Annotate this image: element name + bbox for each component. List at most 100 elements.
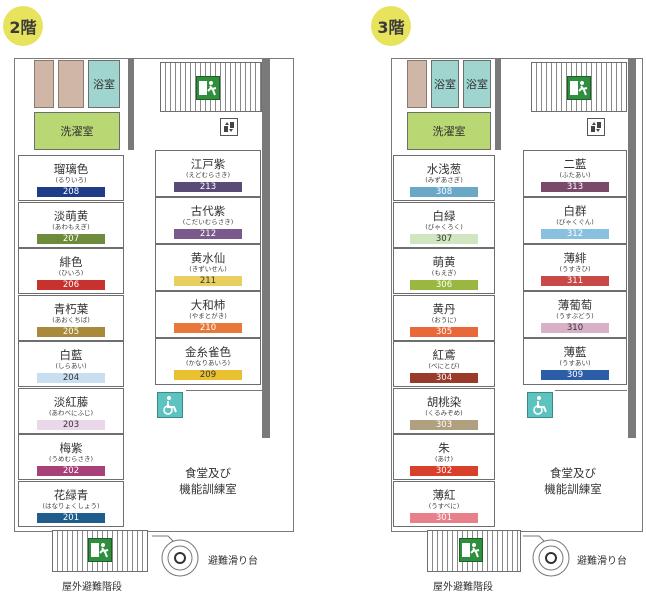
room-name: 大和柿 <box>190 298 226 312</box>
room-206: 緋色(ひいろ)206 <box>18 248 124 294</box>
elevator-icon <box>220 118 238 136</box>
room-name: 淡紅藤 <box>53 394 89 409</box>
room-reading: (うめむらさき) <box>48 455 94 463</box>
dining-line-1: 食堂及び <box>185 466 231 480</box>
room-reading: (あけ) <box>434 455 454 463</box>
room-name: 黄水仙 <box>190 251 226 265</box>
outdoor-stairwell <box>427 530 521 572</box>
room-reading: (かなりあいろ) <box>185 359 231 367</box>
room-307: 白緑(びゃくろく) 307 <box>393 201 495 248</box>
room-number-badge: 307 <box>410 233 478 244</box>
room-name: 二藍 <box>563 157 587 171</box>
room-201: 花緑青(はなりょくしょう)201 <box>18 480 124 527</box>
room-number-badge: 202 <box>37 466 105 476</box>
room-name: 白群 <box>563 204 587 218</box>
room-name: 江戸紫 <box>190 157 226 171</box>
room-reading: (ひいろ) <box>58 269 84 277</box>
room-name: 胡桃染 <box>426 394 462 409</box>
dining-label: 食堂及び 機能訓練室 <box>523 465 623 497</box>
room-number-badge: 212 <box>174 229 242 239</box>
room-304: 紅鳶(べにとび)304 <box>393 341 495 387</box>
room-207: 淡萌黄(あわもえぎ)207 <box>18 201 124 248</box>
emergency-exit-icon <box>567 76 591 100</box>
room-number-badge: 213 <box>174 182 242 192</box>
dining-line-1: 食堂及び <box>550 466 596 480</box>
room-number-badge: 304 <box>410 373 478 383</box>
room-name: 薄緋 <box>563 251 587 265</box>
room-number-badge: 209 <box>174 370 242 380</box>
room-reading: (うすきひ) <box>559 265 591 273</box>
room-number-badge: 310 <box>541 323 609 333</box>
room-reading: (もえぎ) <box>431 269 457 277</box>
right-rooms: 江戸紫(えどむらさき) 213 古代紫(こだいむらさき) 212 黄水仙(きずいせん) 2… <box>155 150 261 385</box>
bathroom: 浴室 <box>463 60 491 108</box>
room-name: 古代紫 <box>190 204 226 218</box>
room-210: 大和柿(やまとがき)210 <box>155 291 261 338</box>
room-number-badge: 308 <box>410 187 478 197</box>
room-reading: (おうに) <box>431 315 457 324</box>
room-310: 薄葡萄(うすぶどう)310 <box>523 291 627 338</box>
bathroom: 浴室 <box>88 60 120 108</box>
room-name: 紅鳶 <box>432 348 456 362</box>
room-reading: (びゃくぐん) <box>556 218 594 226</box>
room-name: 黄丹 <box>432 301 456 316</box>
laundry-room: 洗濯室 <box>407 112 491 150</box>
room-reading: (あわべにふじ) <box>48 408 94 417</box>
room-name: 水浅葱 <box>426 162 462 176</box>
room-reading: (こだいむらさき) <box>182 218 234 226</box>
room-308: 水浅葱(みずあさぎ)308 <box>393 155 495 201</box>
room-reading: (えどむらさき) <box>185 171 231 179</box>
divider-wall <box>128 58 134 150</box>
room-302: 朱(あけ) 302 <box>393 434 495 480</box>
wheelchair-icon <box>527 392 553 418</box>
room-204: 白藍(しらあい)204 <box>18 341 124 387</box>
room-202: 梅紫(うめむらさき)202 <box>18 434 124 480</box>
room-213: 江戸紫(えどむらさき) 213 <box>155 150 261 197</box>
dining-label: 食堂及び 機能訓練室 <box>160 465 256 497</box>
dining-line-2: 機能訓練室 <box>544 482 602 496</box>
room-name: 朱 <box>438 441 450 455</box>
right-rooms: 二藍(ふたあい) 313 白群(びゃくぐん)312 薄緋(うすきひ) 311 薄葡萄(うす… <box>523 150 627 385</box>
room-number-badge: 301 <box>410 512 478 523</box>
room-reading: (びゃくろく) <box>425 222 463 231</box>
room-name: 白緑 <box>432 208 456 223</box>
room-number-badge: 303 <box>410 419 478 430</box>
room-reading: (うすあい) <box>559 359 591 367</box>
room-number-badge: 203 <box>37 419 105 430</box>
room-reading: (ふたあい) <box>559 171 591 179</box>
emergency-exit-icon <box>196 76 220 100</box>
elevator-icon <box>587 118 605 136</box>
laundry-room: 洗濯室 <box>34 112 120 150</box>
room-number-badge: 211 <box>174 276 242 286</box>
escape-slide-icon <box>521 532 571 582</box>
room-reading: (くるみぞめ) <box>425 408 463 417</box>
room-number-badge: 309 <box>541 370 609 380</box>
room-312: 白群(びゃくぐん)312 <box>523 197 627 244</box>
room-number-badge: 313 <box>541 182 609 192</box>
room-305: 黄丹(おうに)305 <box>393 294 495 341</box>
room-211: 黄水仙(きずいせん) 211 <box>155 244 261 291</box>
room-203: 淡紅藤(あわべにふじ) 203 <box>18 387 124 434</box>
room-212: 古代紫(こだいむらさき) 212 <box>155 197 261 244</box>
outdoor-stairs-label: 屋外避難階段 <box>433 582 493 593</box>
room-number-badge: 205 <box>37 326 105 337</box>
room-name: 金糸雀色 <box>185 345 231 359</box>
escape-slide-label: 避難滑り台 <box>577 556 627 567</box>
room-number-badge: 302 <box>410 466 478 476</box>
dining-line-2: 機能訓練室 <box>179 482 237 496</box>
room-306: 萌黄(もえぎ)306 <box>393 248 495 294</box>
toilet-wall <box>186 385 262 391</box>
room-number-badge: 201 <box>37 512 105 523</box>
right-wall <box>628 58 636 438</box>
escape-slide-label: 避難滑り台 <box>208 556 258 567</box>
room-reading: (あわもえぎ) <box>52 222 90 231</box>
floor-badge: 2階 <box>3 6 43 46</box>
room-reading: (きずいせん) <box>189 265 227 273</box>
utility-room <box>407 60 427 108</box>
room-number-badge: 311 <box>541 276 609 286</box>
room-reading: (はなりょくしょう) <box>42 501 100 510</box>
room-number-badge: 306 <box>410 280 478 290</box>
room-311: 薄緋(うすきひ) 311 <box>523 244 627 291</box>
